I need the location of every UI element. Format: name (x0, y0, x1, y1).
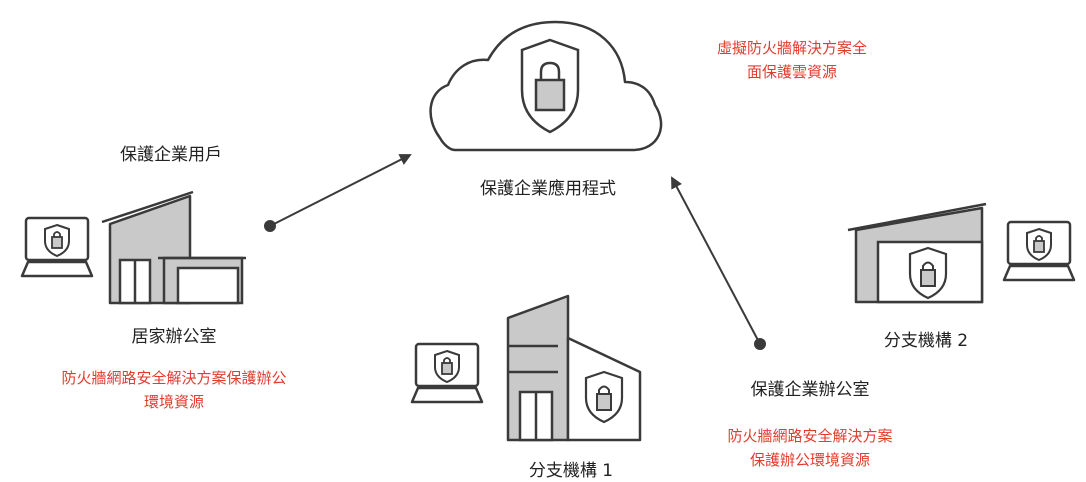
note-corp: 防火牆網路安全解決方案 保護辦公環境資源 (727, 424, 892, 472)
note-cloud: 虛擬防火牆解決方案全 面保護雲資源 (717, 36, 867, 84)
cloud-icon (429, 20, 663, 152)
laptop-icon (410, 342, 484, 404)
shield-lock-icon (908, 246, 948, 300)
arrow-corp-to-apps (671, 176, 766, 350)
label-home-office: 居家辦公室 (131, 327, 217, 347)
laptop-icon (1002, 220, 1076, 282)
arrow-home-to-apps (264, 154, 412, 232)
note-cloud-line-1: 虛擬防火牆解決方案全 (716, 39, 868, 57)
label-branch-1: 分支機構 1 (528, 461, 614, 481)
note-home-line-2: 環境資源 (143, 393, 205, 411)
laptop-icon (20, 216, 94, 278)
label-protect-apps: 保護企業應用程式 (480, 179, 616, 199)
shield-lock-icon (520, 38, 580, 134)
label-corp-office: 保護企業辦公室 (750, 380, 870, 400)
building-icon (101, 190, 246, 305)
building-icon (506, 294, 642, 442)
note-corp-line-1: 防火牆網路安全解決方案 (727, 427, 893, 445)
note-home: 防火牆網路安全解決方案保護辦公 環境資源 (61, 366, 286, 414)
shield-lock-icon (584, 370, 624, 424)
note-corp-line-2: 保護辦公環境資源 (749, 451, 871, 469)
note-home-line-1: 防火牆網路安全解決方案保護辦公 (61, 369, 287, 387)
building-icon (847, 202, 987, 304)
note-cloud-line-2: 面保護雲資源 (746, 63, 838, 81)
label-protect-users: 保護企業用戶 (120, 145, 222, 165)
label-branch-2: 分支機構 2 (883, 331, 969, 351)
